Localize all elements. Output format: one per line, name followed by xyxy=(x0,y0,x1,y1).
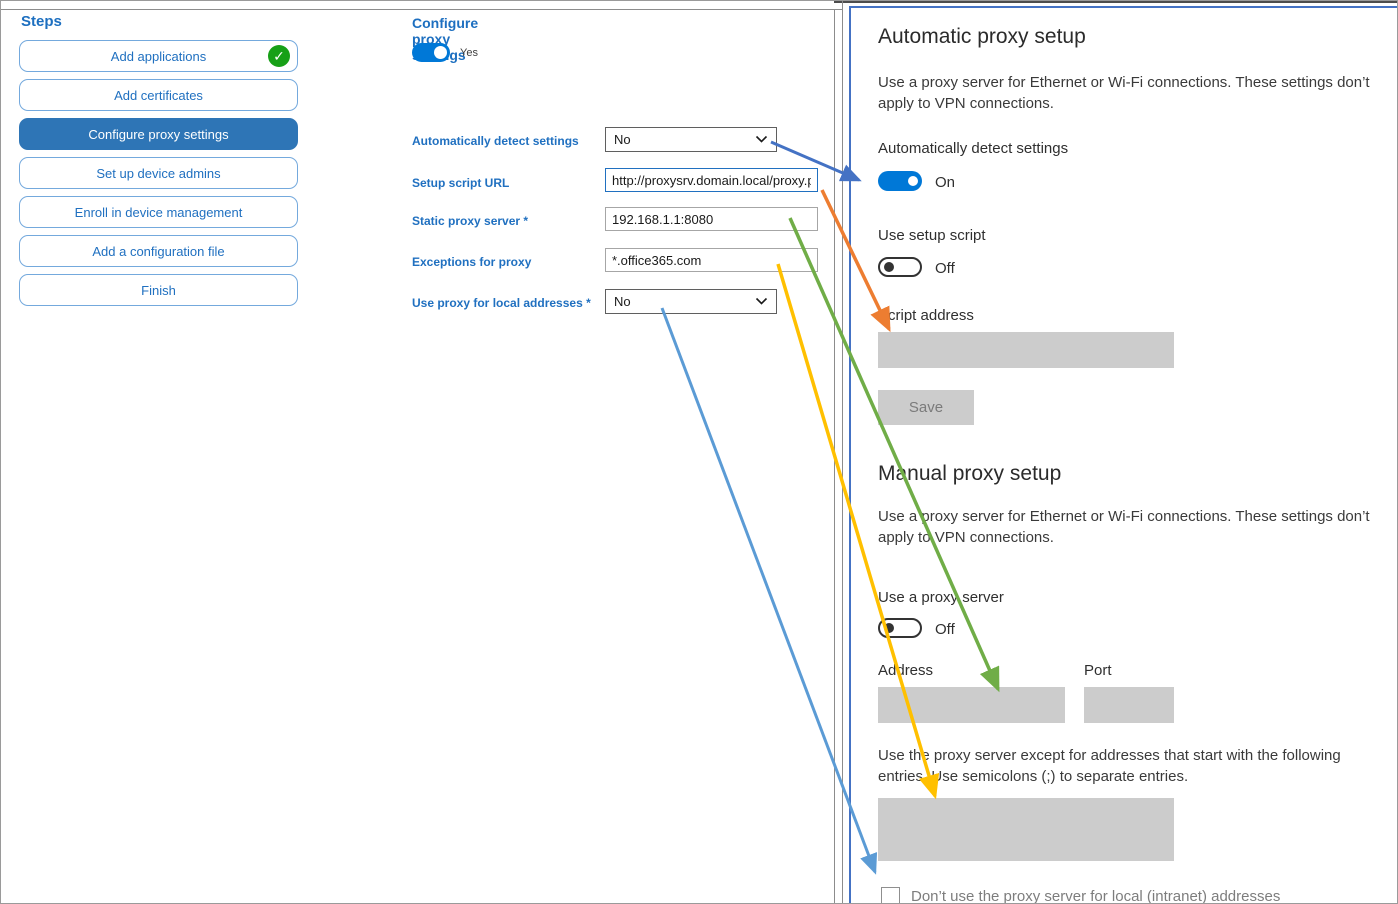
use-setup-script-toggle[interactable] xyxy=(878,257,922,277)
step-label: Set up device admins xyxy=(96,165,221,181)
static-proxy-server-input[interactable] xyxy=(605,207,818,231)
use-proxy-local-select-value: No xyxy=(614,294,631,309)
toggle-knob xyxy=(434,46,447,59)
step-add-applications[interactable]: Add applications ✓ xyxy=(19,40,298,72)
use-proxy-server-state: Off xyxy=(935,621,955,638)
field-label-setup-script-url: Setup script URL xyxy=(412,176,510,190)
port-label: Port xyxy=(1084,662,1112,679)
save-button[interactable]: Save xyxy=(878,390,974,425)
use-setup-script-label: Use setup script xyxy=(878,227,986,244)
configure-proxy-toggle[interactable] xyxy=(412,43,450,62)
step-label: Configure proxy settings xyxy=(88,126,229,142)
step-set-up-device-admins[interactable]: Set up device admins xyxy=(19,157,298,189)
proxy-exceptions-input[interactable] xyxy=(878,798,1174,861)
proxy-exceptions-description: Use the proxy server except for addresse… xyxy=(878,747,1341,785)
manual-proxy-description: Use a proxy server for Ethernet or Wi-Fi… xyxy=(878,508,1370,546)
detect-settings-state: On xyxy=(935,174,956,191)
app-top-border xyxy=(1,9,842,10)
figure-top-border xyxy=(834,1,1397,3)
script-address-label: Script address xyxy=(878,307,974,324)
step-label: Add applications xyxy=(110,48,207,64)
chevron-down-icon xyxy=(755,135,768,144)
autodetect-select[interactable]: No xyxy=(605,127,777,152)
panel-divider-line-2 xyxy=(842,1,843,903)
use-proxy-local-select[interactable]: No xyxy=(605,289,777,314)
step-label: Add certificates xyxy=(114,87,203,103)
use-proxy-server-label: Use a proxy server xyxy=(878,589,1004,606)
toggle-knob xyxy=(884,262,894,272)
automatic-proxy-heading: Automatic proxy setup xyxy=(878,25,1086,48)
toggle-knob xyxy=(908,176,918,186)
detect-settings-toggle[interactable] xyxy=(878,171,922,191)
steps-sidebar: Steps Add applications ✓ Add certificate… xyxy=(19,9,304,313)
manual-proxy-heading: Manual proxy setup xyxy=(878,462,1062,485)
address-input[interactable] xyxy=(878,687,1065,723)
exceptions-for-proxy-input[interactable] xyxy=(605,248,818,272)
step-label: Add a configuration file xyxy=(92,243,225,259)
field-label-static-proxy-server: Static proxy server * xyxy=(412,214,529,228)
step-label: Finish xyxy=(141,282,176,298)
autodetect-select-value: No xyxy=(614,132,631,147)
arrow-local-addresses xyxy=(660,307,878,875)
steps-title: Steps xyxy=(21,13,62,30)
chevron-down-icon xyxy=(755,297,768,306)
script-address-input[interactable] xyxy=(878,332,1174,368)
step-configure-proxy-settings[interactable]: Configure proxy settings xyxy=(19,118,298,150)
use-setup-script-state: Off xyxy=(935,260,955,277)
toggle-knob xyxy=(884,623,894,633)
local-addresses-checkbox[interactable] xyxy=(881,887,900,903)
address-label: Address xyxy=(878,662,934,679)
port-input[interactable] xyxy=(1084,687,1174,723)
use-proxy-server-toggle[interactable] xyxy=(878,618,922,638)
step-add-a-configuration-file[interactable]: Add a configuration file xyxy=(19,235,298,267)
field-label-use-proxy-local: Use proxy for local addresses * xyxy=(412,296,591,310)
field-label-exceptions-for-proxy: Exceptions for proxy xyxy=(412,255,532,269)
step-finish[interactable]: Finish xyxy=(19,274,298,306)
local-addresses-checkbox-label: Don’t use the proxy server for local (in… xyxy=(911,888,1281,904)
panel-divider-line-1 xyxy=(834,9,835,903)
automatic-proxy-description: Use a proxy server for Ethernet or Wi-Fi… xyxy=(878,74,1370,112)
detect-settings-label: Automatically detect settings xyxy=(878,140,1069,157)
field-label-autodetect: Automatically detect settings xyxy=(412,134,579,148)
setup-script-url-input[interactable] xyxy=(605,168,818,192)
windows-settings-proxy-panel: Automatic proxy setup Use a proxy server… xyxy=(849,6,1397,904)
step-label: Enroll in device management xyxy=(74,204,243,220)
step-enroll-in-device-management[interactable]: Enroll in device management xyxy=(19,196,298,228)
step-add-certificates[interactable]: Add certificates xyxy=(19,79,298,111)
configure-proxy-toggle-label: Yes xyxy=(460,47,478,59)
completed-check-icon: ✓ xyxy=(268,45,290,67)
